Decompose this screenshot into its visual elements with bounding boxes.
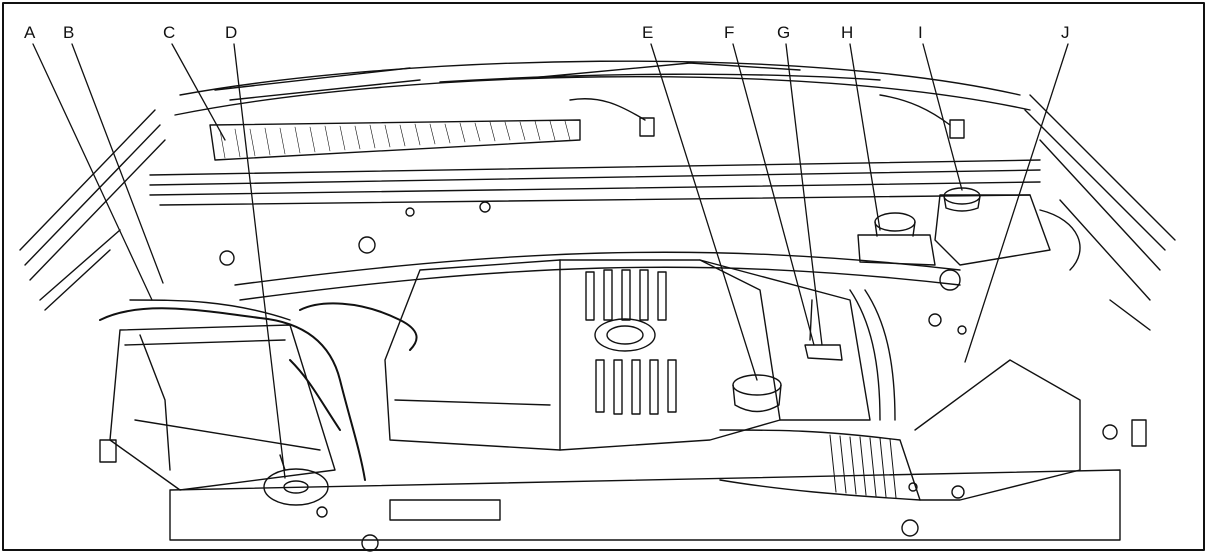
leader-e — [650, 43, 758, 381]
strut-brace — [219, 250, 961, 301]
leader-i — [922, 43, 963, 191]
callout-g: G — [777, 23, 791, 42]
callout-i: I — [918, 23, 923, 42]
callout-j: J — [1061, 23, 1070, 42]
fuse-box — [99, 299, 336, 491]
washer-cap — [263, 454, 329, 506]
hood-outline — [174, 60, 1031, 116]
callout-c: C — [163, 23, 176, 42]
leader-j — [964, 43, 1069, 363]
hoses — [849, 209, 1081, 421]
leader-h — [849, 43, 881, 231]
leader-c — [171, 43, 226, 141]
right-fender — [1024, 94, 1176, 331]
bolts — [316, 201, 967, 518]
coolant-reservoir — [934, 187, 1051, 266]
callout-h: H — [841, 23, 854, 42]
wiring-harness — [99, 302, 418, 481]
air-intake — [719, 359, 1081, 501]
cowl-panel — [149, 94, 1041, 206]
callout-d: D — [225, 23, 238, 42]
left-fender — [19, 109, 166, 311]
front-crossmember — [169, 419, 1147, 552]
oil-fill-cap — [732, 374, 782, 413]
leader-b — [71, 43, 164, 284]
leader-a — [32, 43, 153, 301]
engine-cover — [384, 259, 871, 451]
callout-b: B — [63, 23, 75, 42]
leader-f — [732, 43, 815, 346]
brake-reservoir — [857, 212, 936, 266]
callout-f: F — [724, 23, 735, 42]
callout-e: E — [642, 23, 654, 42]
engine-cover-fins — [585, 269, 677, 415]
leader-g — [785, 43, 823, 346]
leader-d — [233, 43, 286, 479]
callout-a: A — [24, 23, 36, 42]
leader-lines — [32, 43, 1069, 479]
